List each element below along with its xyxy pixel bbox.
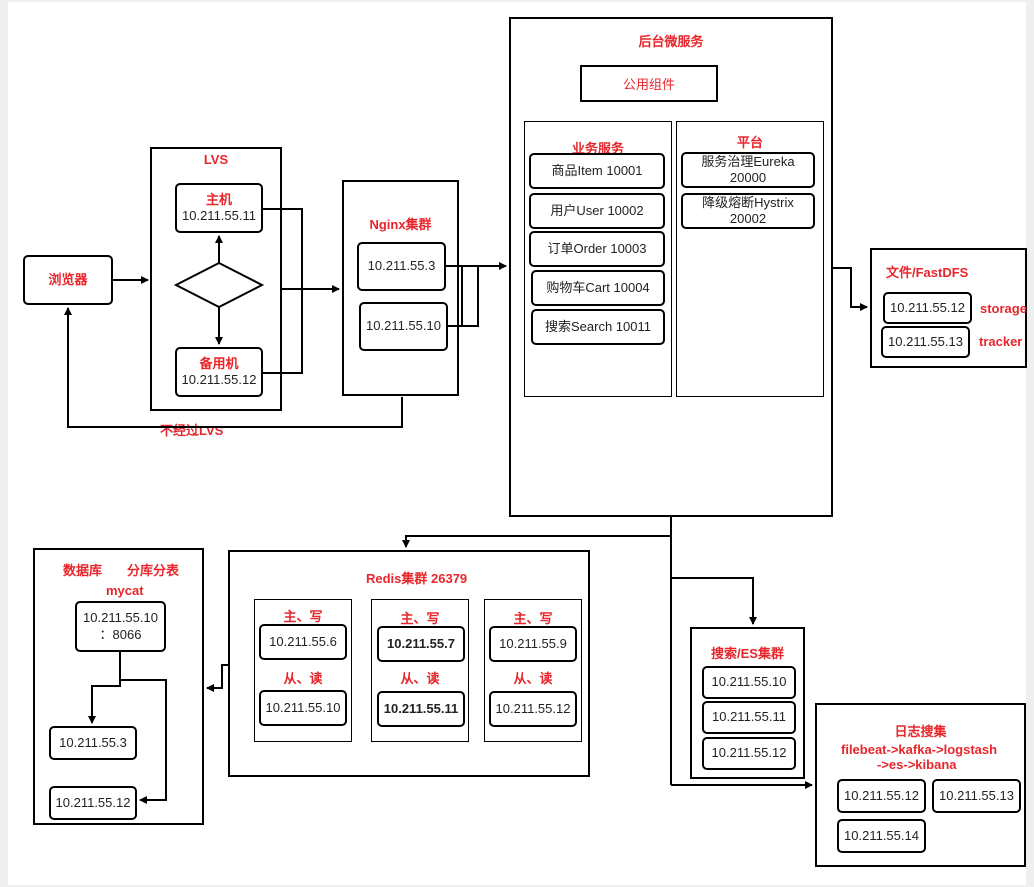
redis-group-1-slave-ip: 10.211.55.10: [265, 699, 341, 715]
browser-node[interactable]: 浏览器: [23, 255, 113, 305]
redis-group-2-slave-label: 从、读: [400, 671, 440, 686]
redis-group-2-master-label: 主、写: [400, 611, 440, 626]
es-node-3-ip: 10.211.55.12: [711, 745, 787, 761]
fastdfs-tracker-node[interactable]: 10.211.55.13: [881, 326, 970, 358]
logs-node-2[interactable]: 10.211.55.13: [932, 779, 1021, 813]
redis-group-3-slave[interactable]: 10.211.55.12: [489, 691, 577, 727]
platform-hystrix[interactable]: 降级熔断Hystrix 20002: [681, 193, 815, 229]
redis-group-2-master[interactable]: 10.211.55.7: [377, 626, 465, 662]
common-components-box[interactable]: 公用组件: [580, 65, 718, 102]
fastdfs-title: 文件/FastDFS: [886, 265, 969, 280]
lvs-master-title: 主机: [205, 191, 232, 207]
platform-hystrix-label: 降级熔断Hystrix 20002: [702, 194, 794, 226]
platform-title: 平台: [736, 135, 763, 150]
service-order-label: 订单Order 10003: [547, 240, 647, 256]
redis-group-2-master-ip: 10.211.55.7: [387, 635, 455, 651]
browser-label: 浏览器: [48, 271, 88, 287]
redis-group-3-master-ip: 10.211.55.9: [499, 635, 567, 651]
db-node-2-ip: 10.211.55.12: [55, 794, 131, 810]
logs-title: 日志搜集: [894, 724, 947, 739]
redis-group-2-slave[interactable]: 10.211.55.11: [377, 691, 465, 727]
lvs-master-ip: 10.211.55.11: [182, 208, 256, 223]
sharding-label: 分库分表: [127, 563, 180, 578]
logs-node-3-ip: 10.211.55.14: [844, 827, 919, 843]
service-search[interactable]: 搜索Search 10011: [531, 309, 665, 345]
redis-group-1-master-ip: 10.211.55.6: [269, 633, 337, 649]
mycat-ip: 10.211.55.10: [83, 610, 158, 626]
mycat-port: ：8066: [99, 626, 142, 642]
logs-node-2-ip: 10.211.55.13: [939, 787, 1014, 803]
nginx-title: Nginx集群: [369, 217, 432, 232]
redis-group-1-master[interactable]: 10.211.55.6: [259, 624, 347, 660]
fastdfs-tracker-ip: 10.211.55.13: [888, 333, 963, 349]
keepalived-label: keepalived: [187, 278, 251, 293]
service-item[interactable]: 商品Item 10001: [529, 153, 665, 189]
service-item-label: 商品Item 10001: [551, 162, 643, 178]
redis-group-2-slave-ip: 10.211.55.11: [383, 700, 459, 716]
lvs-backup-ip: 10.211.55.12: [181, 372, 257, 387]
redis-group-1-master-label: 主、写: [283, 609, 323, 624]
nginx-node-1[interactable]: 10.211.55.3: [357, 242, 446, 291]
service-cart[interactable]: 购物车Cart 10004: [531, 270, 665, 306]
es-node-2[interactable]: 10.211.55.11: [702, 701, 796, 734]
redis-group-1-slave[interactable]: 10.211.55.10: [259, 690, 347, 726]
lvs-backup-title: 备用机: [199, 355, 239, 371]
nginx-node-1-ip: 10.211.55.3: [367, 258, 436, 274]
bypass-lvs-label: 不经过LVS: [158, 420, 226, 439]
tracker-label: tracker: [979, 334, 1023, 349]
redis-group-1-slave-label: 从、读: [283, 671, 323, 686]
platform-eureka-label: 服务治理Eureka 20000: [701, 153, 795, 185]
logs-node-1-ip: 10.211.55.12: [844, 787, 919, 803]
redis-group-3-slave-ip: 10.211.55.12: [495, 700, 571, 716]
service-user[interactable]: 用户User 10002: [529, 193, 665, 229]
redis-group-3-master[interactable]: 10.211.55.9: [489, 626, 577, 662]
logs-pipeline-line2: ->es->kibana: [877, 757, 957, 772]
service-order[interactable]: 订单Order 10003: [529, 231, 665, 267]
service-search-label: 搜索Search 10011: [545, 318, 651, 334]
db-node-1[interactable]: 10.211.55.3: [49, 726, 137, 760]
business-services-title: 业务服务: [571, 141, 624, 156]
es-node-3[interactable]: 10.211.55.12: [702, 737, 796, 770]
backend-title: 后台微服务: [638, 34, 704, 49]
nginx-node-2[interactable]: 10.211.55.10: [359, 302, 448, 351]
fastdfs-storage-node[interactable]: 10.211.55.12: [883, 292, 972, 324]
logs-pipeline-line1: filebeat->kafka->logstash: [841, 742, 998, 757]
es-node-2-ip: 10.211.55.11: [712, 709, 786, 725]
fastdfs-storage-ip: 10.211.55.12: [890, 299, 965, 315]
lvs-title: LVS: [203, 152, 229, 167]
db-node-2[interactable]: 10.211.55.12: [49, 786, 137, 820]
redis-group-3-slave-label: 从、读: [513, 671, 553, 686]
logs-node-1[interactable]: 10.211.55.12: [837, 779, 926, 813]
logs-node-3[interactable]: 10.211.55.14: [837, 819, 926, 853]
es-node-1[interactable]: 10.211.55.10: [702, 666, 796, 699]
es-title: 搜索/ES集群: [711, 646, 784, 661]
lvs-master-node[interactable]: 主机 10.211.55.11: [175, 183, 263, 233]
redis-group-3-master-label: 主、写: [513, 611, 553, 626]
service-user-label: 用户User 10002: [550, 202, 644, 218]
lvs-backup-node[interactable]: 备用机 10.211.55.12: [175, 347, 263, 397]
mycat-label: mycat: [106, 583, 144, 598]
database-title: 数据库: [63, 563, 103, 578]
nginx-node-2-ip: 10.211.55.10: [366, 318, 441, 334]
redis-title: Redis集群 26379: [366, 571, 468, 586]
es-node-1-ip: 10.211.55.10: [711, 674, 787, 690]
storage-label: storage: [980, 301, 1027, 316]
platform-eureka[interactable]: 服务治理Eureka 20000: [681, 152, 815, 188]
common-components-label: 公用组件: [622, 77, 675, 92]
service-cart-label: 购物车Cart 10004: [546, 279, 650, 295]
mycat-node[interactable]: 10.211.55.10 ：8066: [75, 601, 166, 652]
db-node-1-ip: 10.211.55.3: [59, 734, 127, 750]
